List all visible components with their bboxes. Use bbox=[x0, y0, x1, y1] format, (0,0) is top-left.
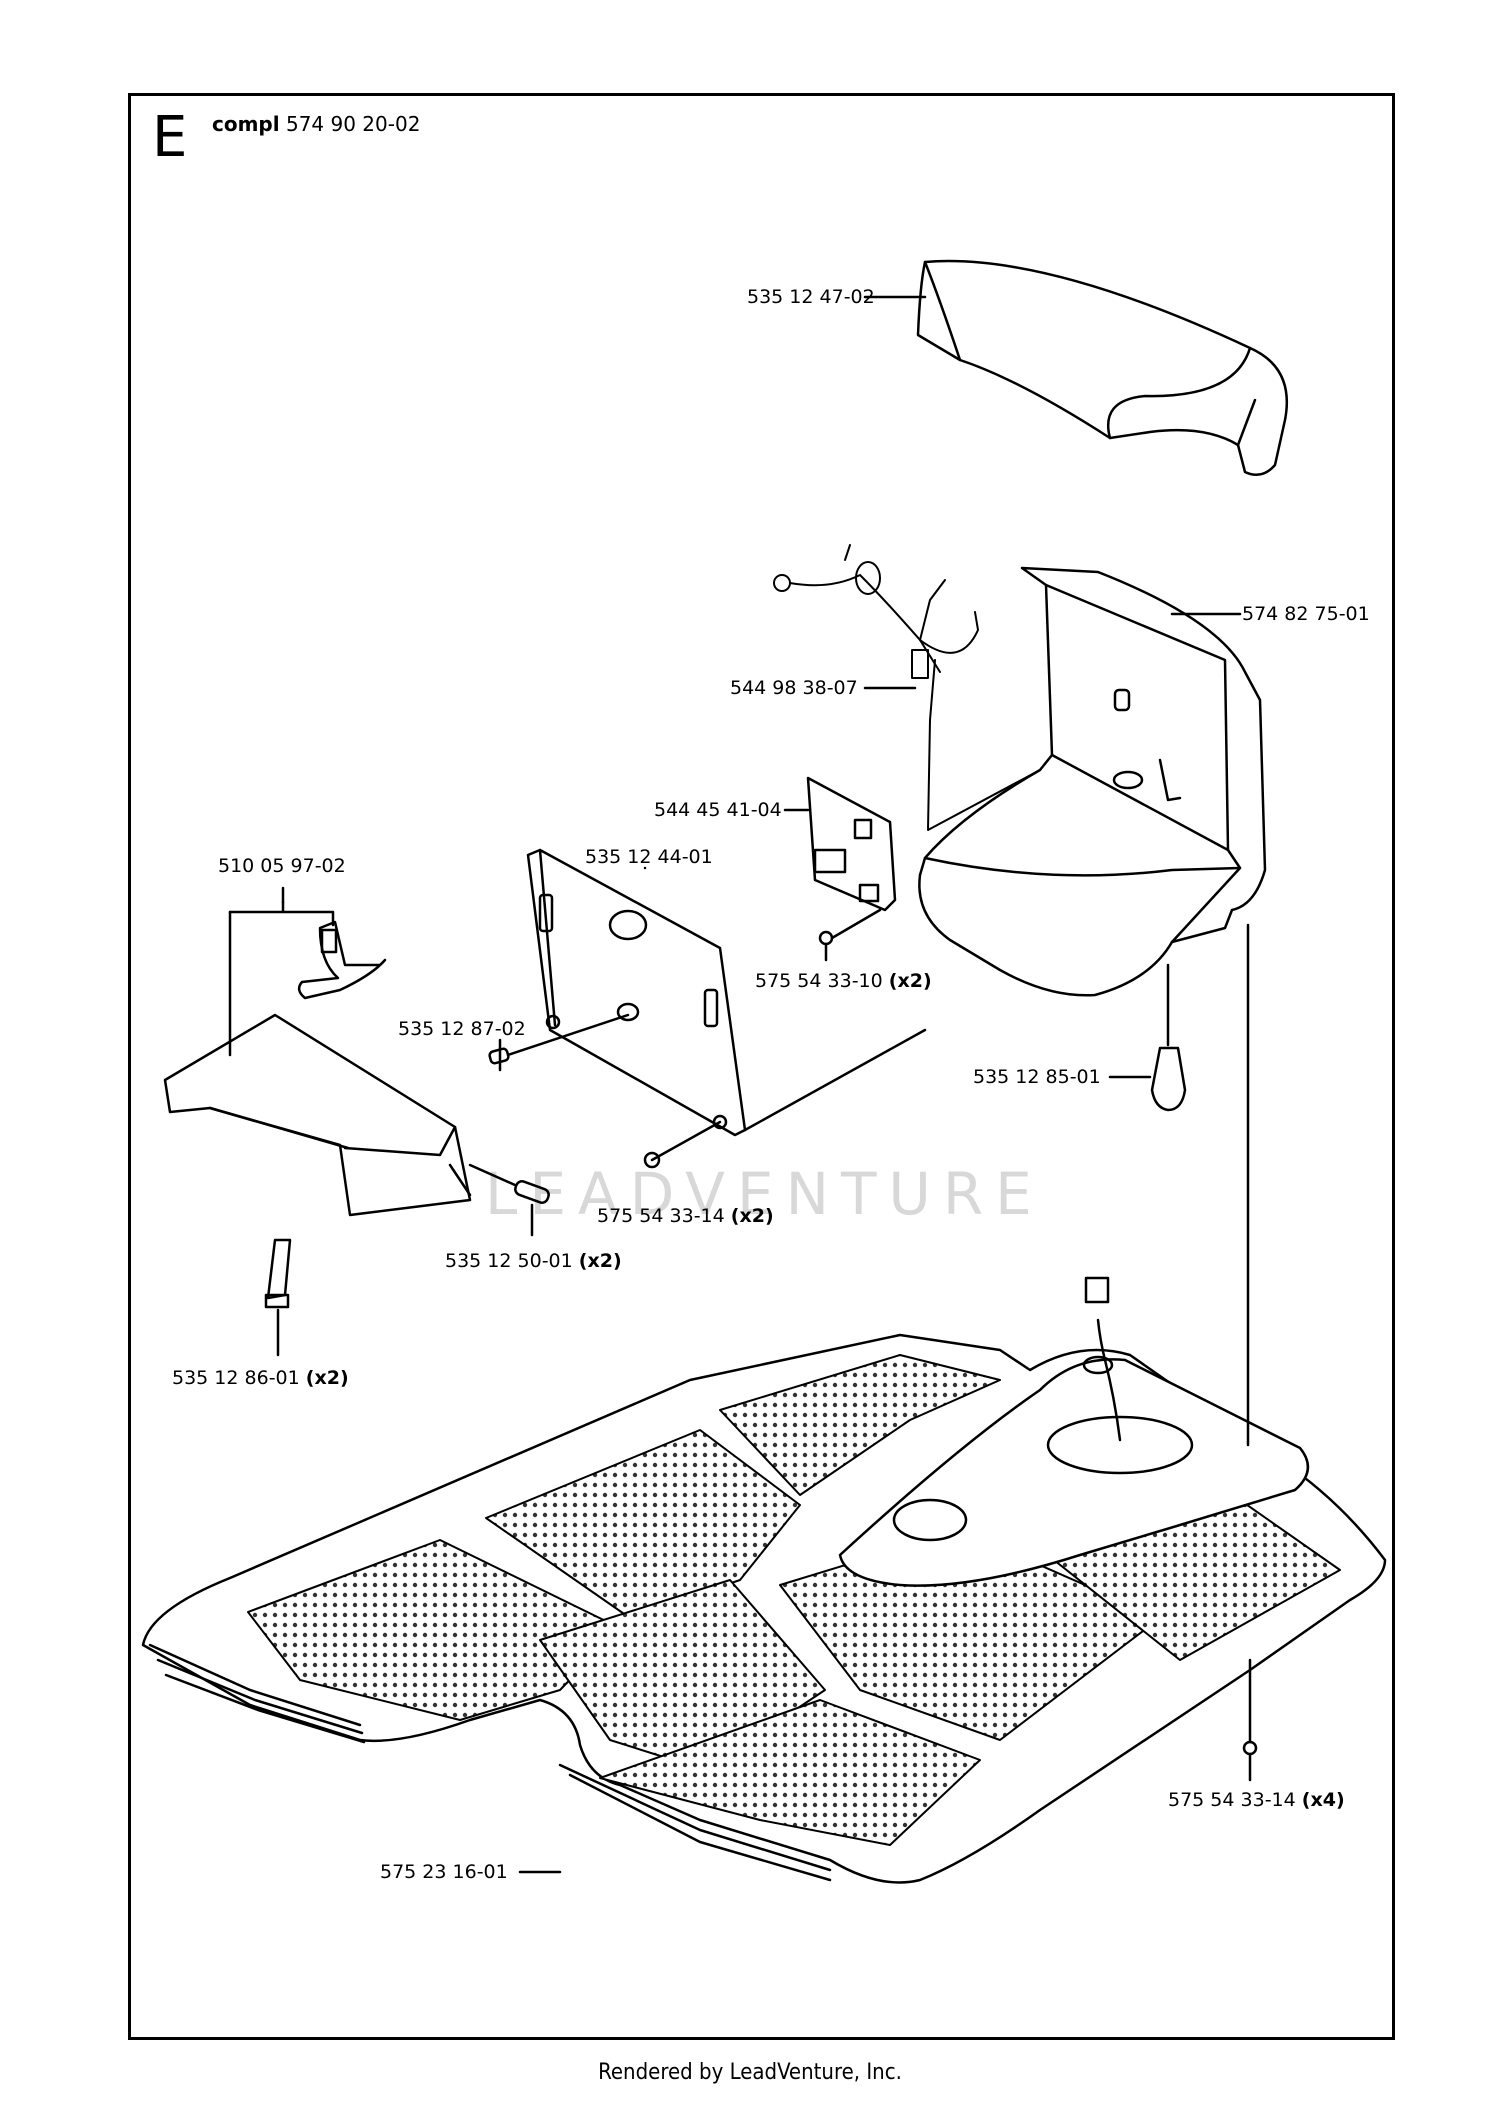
guide-pin-part[interactable] bbox=[514, 1180, 551, 1205]
plate-part[interactable] bbox=[526, 848, 747, 1137]
clip-part[interactable] bbox=[264, 1238, 292, 1309]
watermark-text: LEADVENTURE bbox=[485, 1160, 1044, 1228]
section-letter: E bbox=[152, 105, 188, 170]
callout-bracket[interactable]: 510 05 97-02 bbox=[218, 855, 346, 877]
bracket-part[interactable] bbox=[297, 920, 387, 1000]
footer-credit: Rendered by LeadVenture, Inc. bbox=[598, 2060, 902, 2085]
assembly-number: compl 574 90 20-02 bbox=[212, 112, 420, 136]
callout-clip[interactable]: 535 12 86-01 (x2) bbox=[172, 1367, 349, 1389]
callout-screw-small[interactable]: 575 54 33-10 (x2) bbox=[755, 970, 932, 992]
base-plate-part[interactable] bbox=[141, 1276, 1387, 1884]
screw-base-part[interactable] bbox=[1242, 1740, 1258, 1756]
callout-guide-pin[interactable]: 535 12 50-01 (x2) bbox=[445, 1250, 622, 1272]
leader-screw-small bbox=[830, 908, 882, 940]
screw-small-part[interactable] bbox=[818, 930, 834, 962]
callout-wire-harness[interactable]: 544 98 38-07 bbox=[730, 677, 858, 699]
leader-guide-pin-axis bbox=[468, 1163, 517, 1187]
leader-bracket bbox=[228, 900, 335, 927]
housing-part[interactable] bbox=[918, 566, 1267, 997]
assembly-number-value: 574 90 20-02 bbox=[285, 112, 421, 136]
callout-plate[interactable]: 535 12 44-01 bbox=[585, 846, 713, 868]
guide-holder-part[interactable] bbox=[163, 1013, 472, 1217]
callout-circuit-board[interactable]: 544 45 41-04 bbox=[654, 799, 782, 821]
callout-housing[interactable]: 574 82 75-01 bbox=[1242, 603, 1370, 625]
wire-harness-part[interactable] bbox=[773, 544, 1041, 831]
callout-connector[interactable]: 535 12 85-01 bbox=[973, 1066, 1101, 1088]
callout-pin[interactable]: 535 12 87-02 bbox=[398, 1018, 526, 1040]
callout-screw-base[interactable]: 575 54 33-14 (x4) bbox=[1168, 1789, 1345, 1811]
callout-cover[interactable]: 535 12 47-02 bbox=[747, 286, 875, 308]
assembly-prefix: compl bbox=[212, 112, 280, 136]
connector-part[interactable] bbox=[1150, 1046, 1187, 1112]
screw-plate-part[interactable] bbox=[643, 1151, 661, 1169]
callout-base-plate[interactable]: 575 23 16-01 bbox=[380, 1861, 508, 1883]
cover-part[interactable] bbox=[916, 259, 1289, 477]
diagram-frame bbox=[128, 93, 1395, 2040]
leader-screw-plate bbox=[650, 1120, 722, 1162]
leader-pin-to-plate bbox=[506, 1013, 630, 1057]
circuit-board-part[interactable] bbox=[806, 776, 897, 912]
leader-plate-to-housing bbox=[743, 1028, 927, 1132]
callout-screw-plate[interactable]: 575 54 33-14 (x2) bbox=[597, 1205, 774, 1227]
